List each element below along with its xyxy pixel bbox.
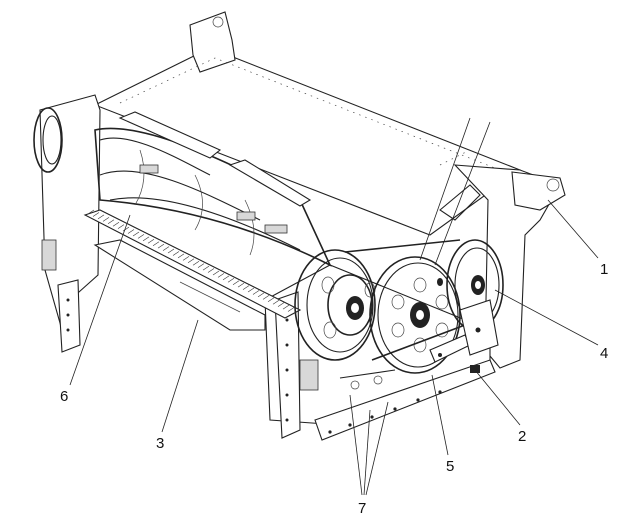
lower-guard [93, 239, 266, 331]
grate-tooth [172, 251, 180, 256]
leader-lines [69, 117, 599, 496]
grate-tooth [122, 226, 130, 232]
grate-tooth [117, 224, 125, 229]
grate-tooth [272, 299, 280, 305]
callout-labels: 1 2 3 4 5 6 7 [60, 261, 608, 517]
grate-tooth [162, 246, 170, 251]
grate-tooth [147, 239, 155, 244]
grate-tooth [197, 263, 205, 268]
grate-tooth [242, 285, 250, 290]
grate-tooth [167, 248, 175, 254]
grate-tooth [182, 256, 190, 261]
grate-tooth [107, 219, 115, 225]
grate-tooth [257, 292, 265, 298]
grate-tooth [97, 214, 105, 220]
grate-tooth [217, 273, 225, 278]
grate-tooth [177, 253, 185, 259]
grate-tooth [152, 241, 160, 246]
grate-tooth [127, 229, 135, 234]
drum-body [94, 111, 332, 267]
drive-belt [344, 184, 481, 361]
grate-tooth [237, 282, 245, 288]
callout-1: 1 [600, 261, 608, 278]
grate-tooth [202, 265, 210, 271]
grate-tooth [187, 258, 195, 264]
disc-pulley [369, 256, 461, 374]
grate-tooth [247, 287, 255, 293]
grate-tooth [227, 278, 235, 283]
grate-tooth [87, 209, 95, 215]
grate-tooth [157, 243, 165, 249]
grate-tooth [232, 280, 240, 285]
base-bolts [328, 390, 442, 434]
callout-5: 5 [446, 458, 454, 475]
grate-strip [83, 209, 302, 319]
callout-6: 6 [60, 388, 68, 405]
grate-tooth [112, 221, 120, 227]
lower-bracket [459, 299, 499, 373]
grate-tooth [267, 297, 275, 303]
grate-tooth [207, 268, 215, 273]
grate-tooth [262, 295, 270, 300]
grate-tooth [142, 236, 150, 242]
grate-tooth [287, 307, 295, 312]
main-pulley [294, 249, 376, 361]
grate-tooth [92, 212, 100, 217]
grate-tooth [222, 275, 230, 281]
grate-tooth [102, 217, 110, 222]
grate-tooth [252, 290, 260, 295]
grate-tooth [277, 302, 285, 307]
callout-3: 3 [156, 435, 164, 452]
grate-tooth [212, 270, 220, 276]
callout-7: 7 [358, 500, 366, 517]
callout-2: 2 [518, 428, 526, 445]
grate-tooth [192, 260, 200, 266]
grate-tooth [282, 304, 290, 310]
callout-4: 4 [600, 345, 608, 362]
grate-tooth [137, 234, 145, 239]
grate-tooth [132, 231, 140, 237]
